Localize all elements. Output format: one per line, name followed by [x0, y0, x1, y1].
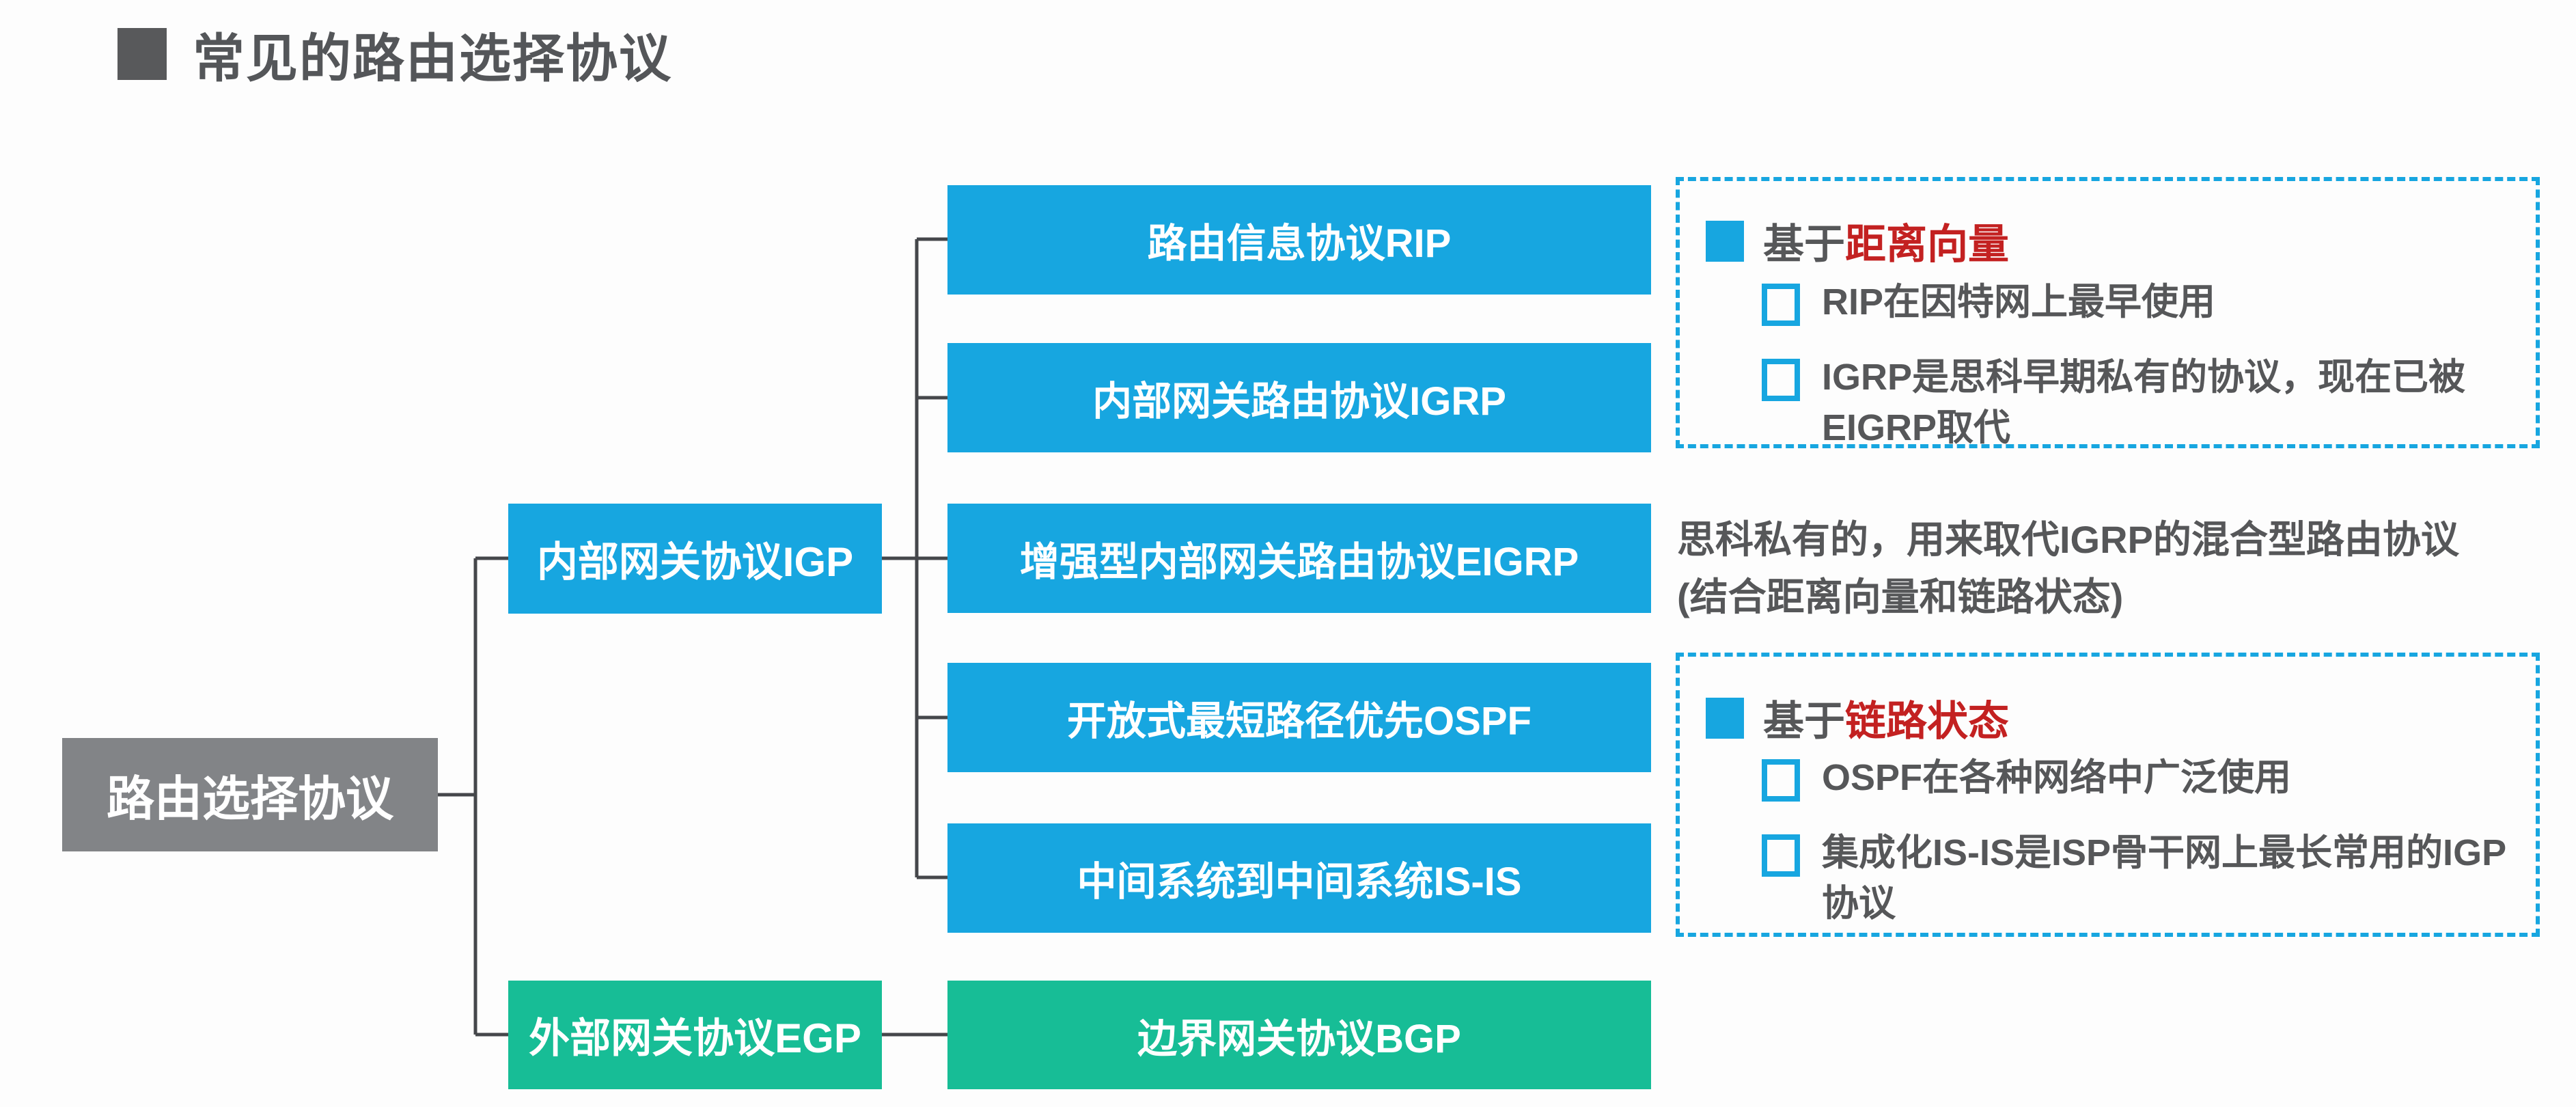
node-label: 外部网关协议EGP: [529, 1015, 861, 1061]
node-ospf: 开放式最短路径优先OSPF: [947, 663, 1651, 772]
node-bgp: 边界网关协议BGP: [947, 981, 1651, 1089]
node-label: 中间系统到中间系统IS-IS: [1077, 860, 1522, 904]
node-egp: 外部网关协议EGP: [508, 981, 882, 1089]
bullet-text: IGRP是思科早期私有的协议，现在已被EIGRP取代: [1822, 357, 2466, 448]
checkbox-bullet-icon: [1762, 284, 1800, 326]
connector-igp-stubs: [917, 237, 947, 879]
node-label: 路由选择协议: [107, 771, 393, 825]
checkbox-bullet-icon: [1762, 759, 1800, 802]
checkbox-bullet-icon: [1762, 359, 1800, 401]
eigrp-note-line1: 思科私有的，用来取代IGRP的混合型路由协议: [1677, 518, 2459, 561]
bullet-item: OSPF在各种网络中广泛使用: [1762, 752, 2519, 803]
heading-prefix: 基于: [1763, 698, 1845, 744]
node-igp: 内部网关协议IGP: [508, 504, 882, 614]
node-label: 开放式最短路径优先OSPF: [1067, 699, 1532, 743]
bullet-text: OSPF在各种网络中广泛使用: [1822, 757, 2292, 798]
panel-heading: 基于距离向量: [1763, 211, 2009, 271]
panel-heading-row: 基于链路状态: [1706, 688, 2009, 748]
node-isis: 中间系统到中间系统IS-IS: [947, 823, 1651, 933]
panel-link-state: 基于链路状态 OSPF在各种网络中广泛使用 集成化IS-IS是ISP骨干网上最长…: [1676, 653, 2540, 937]
node-label: 内部网关协议IGP: [536, 539, 854, 585]
node-igrp: 内部网关路由协议IGRP: [947, 343, 1651, 452]
heading-highlight: 距离向量: [1845, 221, 2009, 267]
node-rip: 路由信息协议RIP: [947, 185, 1651, 295]
node-label: 增强型内部网关路由协议EIGRP: [1019, 540, 1579, 584]
blue-square-icon: [1706, 220, 1744, 262]
panel-heading: 基于链路状态: [1763, 688, 2009, 748]
bullet-item: IGRP是思科早期私有的协议，现在已被EIGRP取代: [1762, 352, 2519, 453]
bullet-text: RIP在因特网上最早使用: [1822, 282, 2216, 323]
blue-square-icon: [1706, 697, 1744, 739]
panel-heading-row: 基于距离向量: [1706, 211, 2009, 271]
title-square-bullet-icon: [117, 28, 167, 80]
node-eigrp: 增强型内部网关路由协议EIGRP: [947, 504, 1651, 613]
node-label: 内部网关路由协议IGRP: [1092, 379, 1506, 424]
eigrp-note-line2: (结合距离向量和链路状态): [1677, 575, 2124, 618]
heading-highlight: 链路状态: [1845, 698, 2009, 744]
slide-title: 常见的路由选择协议: [117, 16, 672, 92]
bullet-item: RIP在因特网上最早使用: [1762, 277, 2519, 327]
slide-title-text: 常见的路由选择协议: [193, 30, 672, 88]
eigrp-note: 思科私有的，用来取代IGRP的混合型路由协议 (结合距离向量和链路状态): [1677, 511, 2459, 626]
node-label: 路由信息协议RIP: [1147, 221, 1452, 266]
checkbox-bullet-icon: [1762, 834, 1800, 877]
panel-distance-vector: 基于距离向量 RIP在因特网上最早使用 IGRP是思科早期私有的协议，现在已被E…: [1676, 177, 2540, 448]
heading-prefix: 基于: [1763, 221, 1845, 267]
node-routing-protocols: 路由选择协议: [62, 738, 438, 851]
node-label: 边界网关协议BGP: [1137, 1016, 1461, 1061]
connector-root-trunk: [438, 556, 508, 1037]
bullet-text: 集成化IS-IS是ISP骨干网上最长常用的IGP协议: [1822, 832, 2507, 924]
bullet-item: 集成化IS-IS是ISP骨干网上最长常用的IGP协议: [1762, 828, 2519, 929]
connector-igp-trunk: [882, 239, 947, 877]
